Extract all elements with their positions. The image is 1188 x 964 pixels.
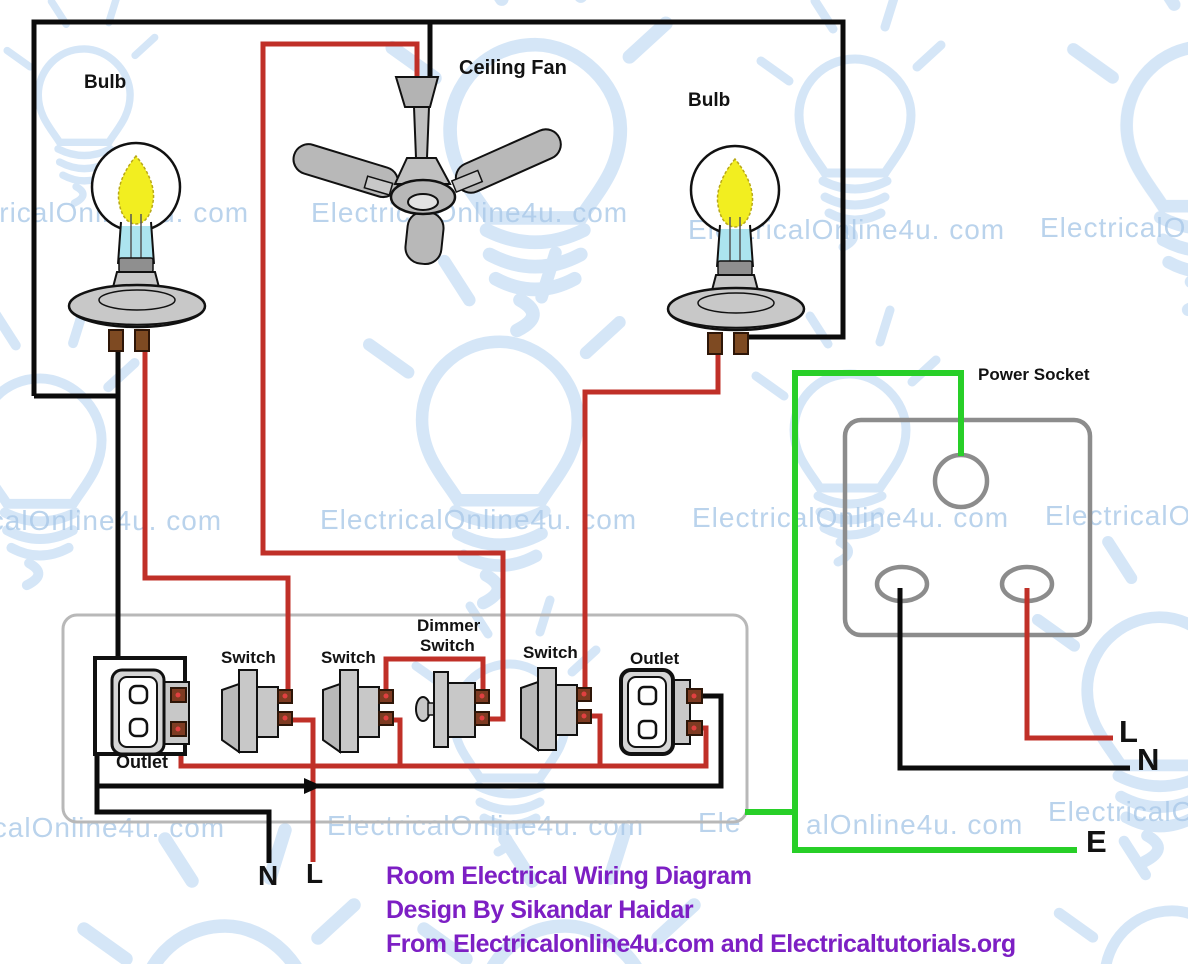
switch-3 <box>520 667 592 752</box>
watermark: ElectricalOnline4u. com <box>311 197 629 228</box>
ceiling-fan-label: Ceiling Fan <box>459 57 567 79</box>
dimmer-knob <box>415 696 431 722</box>
switch-2 <box>322 669 394 754</box>
neutral-bus-crossover-arrow <box>304 778 322 794</box>
switch-board-panel <box>61 613 749 824</box>
live-drop-switch3 <box>589 713 603 765</box>
power-socket-label: Power Socket <box>978 365 1090 384</box>
watermark: ElectricalOnline4u. com <box>0 197 250 228</box>
switch-2-lever <box>322 682 341 754</box>
dimmer-switch <box>415 671 490 748</box>
outlet-left-terminal-top <box>170 687 187 703</box>
switch-2-label: Switch <box>321 648 376 667</box>
switch-1-terminal-top <box>277 689 293 704</box>
fan-motor-bell <box>393 157 452 185</box>
supply-live-label: L <box>306 858 324 889</box>
outlet-left-terminal-bottom <box>170 721 187 737</box>
socket-neutral-wire <box>897 588 1130 771</box>
outlet-right-terminal-top <box>686 688 703 704</box>
outlet-left-hole-top <box>128 684 149 705</box>
credit-title: Room Electrical Wiring Diagram <box>386 862 752 890</box>
live-drop-switch2 <box>391 717 403 765</box>
bulb-right-holder-base <box>666 286 806 332</box>
watermark: ElectricalOnline4u. com <box>1048 796 1188 827</box>
watermark: ElectricalOnline4u. com <box>688 214 1006 245</box>
fan-blade-right <box>454 128 562 194</box>
supply-neutral-label: N <box>258 860 279 891</box>
credit-author: Design By Sikandar Haidar <box>386 896 694 924</box>
switch-3-terminal-top <box>576 687 592 702</box>
credit-source: From Electricalonline4u.com and Electric… <box>386 930 1016 958</box>
bulb-right <box>666 144 806 355</box>
switch-2-terminal-top <box>378 689 394 704</box>
outlet-left-hole-bottom <box>128 717 149 738</box>
live-supply-tail <box>291 717 316 862</box>
power-socket-earth-hole <box>932 452 990 510</box>
outlet-right <box>619 668 703 756</box>
fan-downrod <box>412 106 431 159</box>
power-socket-neutral-hole <box>874 564 930 604</box>
watermark: alOnline4u. com <box>806 809 1024 840</box>
power-socket-live-hole <box>999 564 1055 604</box>
wires <box>31 19 1130 863</box>
switch-3-label: Switch <box>523 643 578 662</box>
outlet-right-hole-top <box>637 685 658 706</box>
ceiling-fan <box>292 76 562 266</box>
outlet-left-label: Outlet <box>116 752 168 772</box>
dimmer-terminal-bottom <box>474 711 490 726</box>
watermark: ElectricalOnline4u. com <box>1045 500 1188 531</box>
watermark: ElectricalOnline4u. com <box>1040 212 1188 243</box>
outlet-right-hole-bottom <box>637 719 658 740</box>
switch-3-lever <box>520 680 539 752</box>
socket-live-label: L <box>1119 714 1138 749</box>
switch-1-lever <box>221 682 240 754</box>
fan-blade-left <box>292 143 400 199</box>
switch-1-terminal-bottom <box>277 711 293 726</box>
outlet-right-label: Outlet <box>630 649 680 668</box>
bulb-right-terminal-neutral <box>733 332 749 355</box>
watermark: ElectricalOnline4u. com <box>0 505 223 536</box>
bulb-right-label: Bulb <box>688 90 731 111</box>
switch-2-terminal-bottom <box>378 711 394 726</box>
earth-wire-main <box>792 370 1077 853</box>
dimmer-label-line2: Switch <box>420 636 475 655</box>
live-wire-switch2-to-dimmer <box>383 656 486 703</box>
socket-live-wire <box>1024 588 1113 741</box>
socket-neutral-label: N <box>1137 742 1160 777</box>
watermark: Ele <box>698 807 742 838</box>
watermark: ElectricalOnline4u. com <box>327 810 645 841</box>
outlet-left <box>93 656 190 756</box>
outlet-right-terminal-bottom <box>686 720 703 736</box>
switch-3-terminal-bottom <box>576 709 592 724</box>
switch-1 <box>221 669 293 754</box>
fan-canopy <box>394 76 440 108</box>
socket-earth-label: E <box>1086 824 1107 859</box>
watermark: ElectricalOnline4u. com <box>0 812 226 843</box>
watermark: ElectricalOnline4u. com <box>692 502 1010 533</box>
switch-1-label: Switch <box>221 648 276 667</box>
dimmer-label-line1: Dimmer <box>417 616 481 635</box>
live-bus-wire <box>178 725 709 769</box>
bulb-left <box>67 141 207 352</box>
watermark: ElectricalOnline4u. com <box>320 504 638 535</box>
neutral-bus-wire <box>94 693 724 789</box>
bulb-left-terminal-neutral <box>108 329 124 352</box>
bulb-left-terminal-live <box>134 329 150 352</box>
bulb-right-terminal-live <box>707 332 723 355</box>
dimmer-terminal-top <box>474 689 490 704</box>
bulb-left-label: Bulb <box>84 72 127 93</box>
bulb-left-holder-base <box>67 283 207 329</box>
